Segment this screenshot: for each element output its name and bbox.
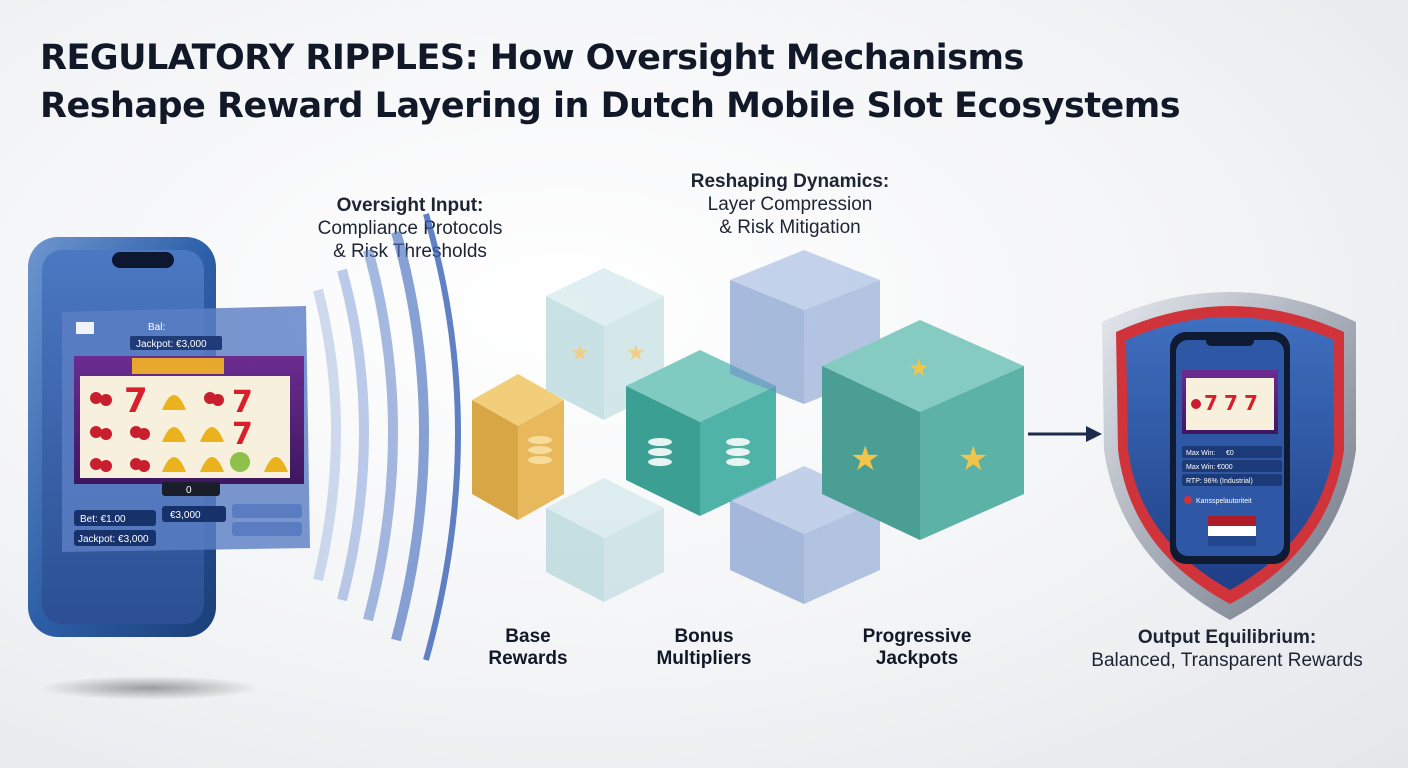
layer-label-base-line-2: Rewards: [488, 648, 568, 669]
base-rewards-cube: [472, 374, 564, 520]
svg-text:7: 7: [232, 417, 253, 452]
jackpot-top-text: Jackpot: €3,000: [136, 339, 207, 350]
max-win-2: Max Win: €000: [1186, 464, 1233, 471]
stepper-control: [232, 504, 302, 518]
sparkle-star-icon: ★: [570, 341, 590, 366]
svg-text:7: 7: [232, 385, 253, 420]
reel-symbols: 7 7 7: [80, 376, 290, 478]
rtp-text: RTP: 96% (Industrial): [1186, 478, 1253, 485]
coin-stack-icon: [528, 436, 552, 464]
phone-shadow: [40, 676, 260, 700]
output-caption: Output Equilibrium: Balanced, Transparen…: [1080, 626, 1374, 672]
slot-ui-panel: Bal: Jackpot: €3,000 7 7: [62, 306, 310, 552]
balance-label: Bal:: [148, 322, 165, 333]
lower-jackpot-ghost-cube: [730, 466, 880, 604]
layer-label-bonus: Bonus Multipliers: [636, 626, 772, 670]
lower-ghost-cube: [546, 478, 664, 602]
layer-label-jackpot-line-2: Jackpots: [875, 648, 959, 669]
reshaping-line-1: Layer Compression: [707, 194, 873, 215]
output-line-1: Balanced, Transparent Rewards: [1091, 650, 1363, 671]
oversight-caption: Oversight Input: Compliance Protocols & …: [300, 194, 520, 263]
layer-label-jackpot: Progressive Jackpots: [844, 626, 990, 670]
output-heading: Output Equilibrium:: [1137, 627, 1317, 648]
page-title-line-2: Reshape Reward Layering in Dutch Mobile …: [40, 86, 1181, 126]
layer-label-jackpot-line-1: Progressive: [862, 626, 972, 647]
bet-amount-text: €3,000: [170, 510, 201, 521]
netherlands-flag-icon: [1208, 516, 1256, 546]
layer-label-bonus-line-2: Multipliers: [656, 648, 752, 669]
svg-text:★: ★: [908, 354, 930, 382]
cherry-icon: [90, 392, 112, 472]
layer-label-base: Base Rewards: [470, 626, 586, 670]
svg-text:★: ★: [626, 341, 646, 366]
max-win-value: €0: [1226, 450, 1234, 457]
shield-phone: 7 7 7 Max Win: €0 Max Win: €000 RTP: 96%…: [1170, 332, 1290, 564]
progressive-jackpots-cube: ★ ★ ★: [822, 320, 1024, 540]
arrow-right-icon: [1028, 426, 1102, 442]
win-display: 0: [186, 485, 192, 496]
reshaping-line-2: & Risk Mitigation: [719, 217, 861, 238]
svg-text:★: ★: [958, 439, 988, 479]
menu-icon: [76, 322, 94, 334]
bet-text: Bet: €1.00: [80, 514, 126, 525]
coin-stack-icon: [648, 438, 750, 466]
oversight-heading: Oversight Input:: [336, 195, 484, 216]
max-win-label: Max Win:: [1186, 450, 1215, 457]
stepper-control-2: [232, 522, 302, 536]
seven-icon: 7: [124, 381, 148, 421]
sparkle-star-icon: ★: [850, 439, 880, 479]
svg-text:7: 7: [1204, 391, 1218, 415]
page-title-line-1: REGULATORY RIPPLES: How Oversight Mechan…: [40, 38, 1024, 78]
reshaping-caption: Reshaping Dynamics: Layer Compression & …: [670, 170, 910, 239]
layer-label-base-line-1: Base: [505, 626, 551, 647]
svg-text:7: 7: [1224, 391, 1238, 415]
svg-text:7: 7: [1244, 391, 1258, 415]
game-logo-banner: [132, 358, 224, 374]
layer-label-bonus-line-1: Bonus: [674, 626, 734, 647]
reshaping-heading: Reshaping Dynamics:: [690, 171, 890, 192]
jackpot-bottom-text: Jackpot: €3,000: [78, 534, 149, 545]
oversight-line-1: Compliance Protocols: [317, 218, 503, 239]
authority-text: Kansspelautoriteit: [1196, 498, 1252, 505]
bonus-multipliers-cube: [626, 350, 776, 516]
ripple-waves: [313, 213, 461, 661]
bell-icon: [162, 395, 224, 472]
